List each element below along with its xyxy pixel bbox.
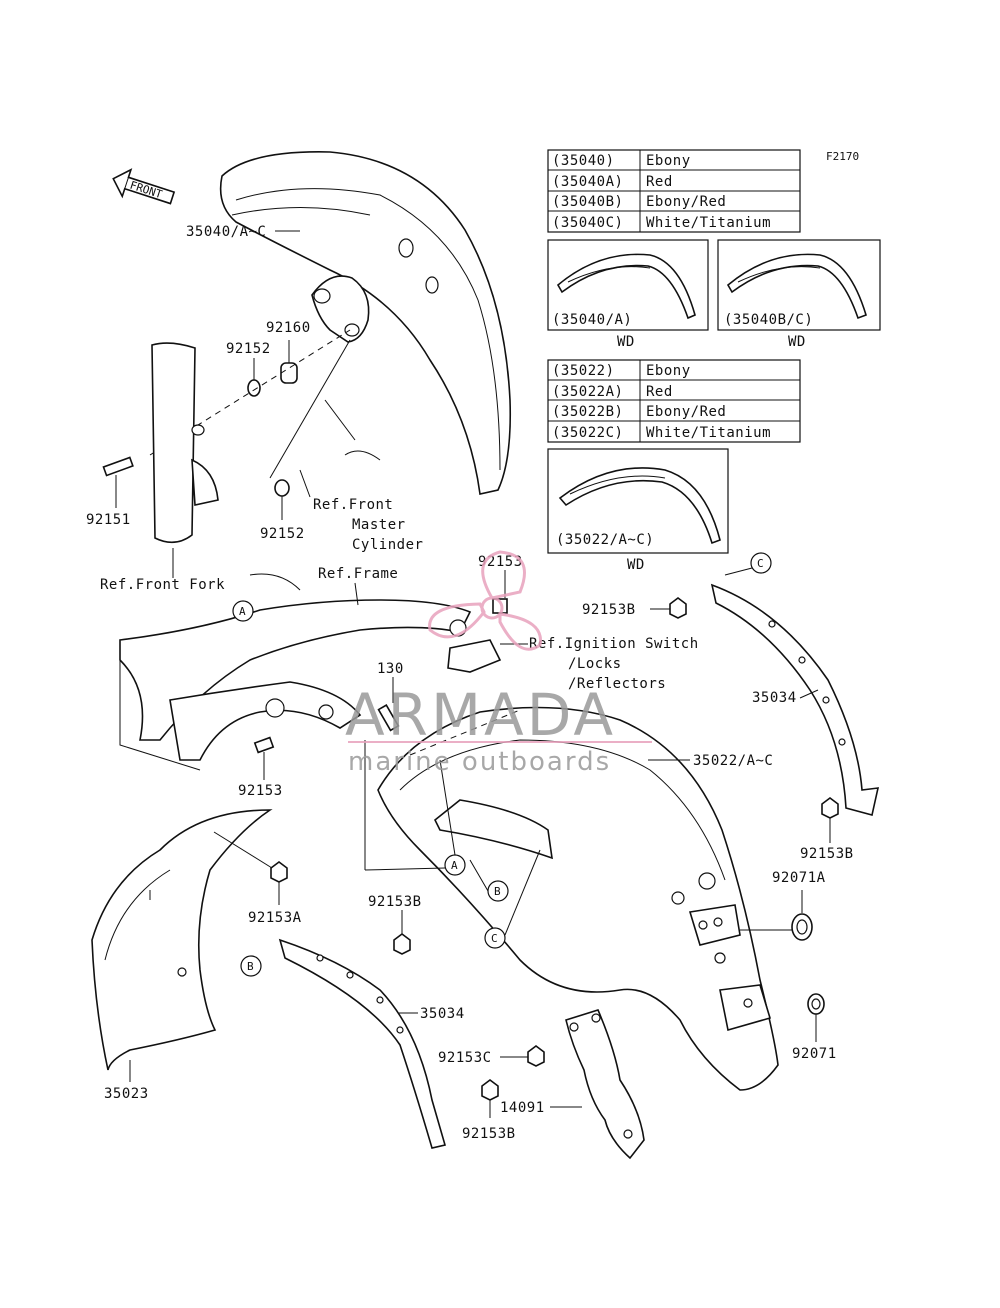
thumbnail-note: WD (617, 334, 635, 350)
ignition-bracket (447, 639, 502, 673)
table-color: Ebony (646, 153, 691, 169)
bolt-92151 (102, 456, 134, 477)
thumbnail-note: WD (788, 334, 806, 350)
bolt-92153B-right (821, 797, 839, 819)
part-label-35034-left: 35034 (420, 1006, 465, 1022)
svg-text:B: B (494, 885, 501, 898)
ref-master-line2: Master (352, 517, 406, 533)
table-code: (35022) (552, 363, 615, 379)
front-fender (219, 151, 512, 495)
front-fender-thumbnail-b: (35040B/C) WD (717, 239, 881, 350)
washer-92152-top (247, 379, 261, 397)
table-color: White/Titanium (646, 215, 771, 231)
callout-c-top: C (750, 552, 772, 574)
callout-a-top: A (232, 600, 254, 622)
watermark: ARMADA marine outboards (345, 550, 652, 777)
part-label-35022: 35022/A~C (693, 753, 773, 769)
front-fender-thumbnail-a: (35040/A) WD (547, 239, 709, 350)
table-color: White/Titanium (646, 425, 771, 441)
part-label-92153B-top: 92153B (582, 602, 636, 618)
front-fender-color-table: (35040) Ebony (35040A) Red (35040B) Ebon… (547, 149, 801, 233)
grommet-92071A (791, 913, 813, 941)
part-label-92152-top: 92152 (226, 341, 271, 357)
frame (119, 573, 472, 771)
bolt-92153B-top (669, 597, 687, 619)
part-label-14091: 14091 (500, 1100, 545, 1116)
ref-master-line1: Ref.Front (313, 497, 393, 513)
figure-code: F2170 (826, 150, 859, 163)
part-label-92071A: 92071A (772, 870, 826, 886)
bolt-130 (377, 704, 400, 732)
ref-ignition-line2: /Locks (568, 656, 622, 672)
table-color: Red (646, 174, 673, 190)
part-label-92152-bottom: 92152 (260, 526, 305, 542)
part-label-92153B-right: 92153B (800, 846, 854, 862)
part-label-92153A: 92153A (248, 910, 302, 926)
propeller-logo (428, 550, 542, 651)
part-label-92160: 92160 (266, 320, 311, 336)
rear-fender-thumbnail: (35022/A~C) WD (547, 448, 729, 573)
part-label-92153B-bottom: 92153B (462, 1126, 516, 1142)
part-label-35040: 35040/A~C (186, 224, 266, 240)
part-label-92153B-mid: 92153B (368, 894, 422, 910)
part-label-35034-right: 35034 (752, 690, 797, 706)
svg-text:C: C (757, 557, 764, 570)
table-color: Ebony/Red (646, 194, 726, 210)
svg-text:B: B (247, 960, 254, 973)
side-cover-35023 (91, 809, 273, 1071)
watermark-brand: ARMADA (345, 681, 616, 749)
front-arrow-icon: FRONT (112, 168, 176, 205)
part-label-130: 130 (377, 661, 404, 677)
thumbnail-label: (35040/A) (552, 312, 632, 328)
front-fork (151, 342, 219, 544)
table-code: (35040) (552, 153, 615, 169)
bolt-92153A (270, 861, 288, 883)
svg-text:A: A (451, 859, 458, 872)
part-label-92151: 92151 (86, 512, 131, 528)
callout-a-mid: A (444, 854, 466, 876)
part-label-92071: 92071 (792, 1046, 837, 1062)
thumbnail-note: WD (627, 557, 645, 573)
part-label-92153-left: 92153 (238, 783, 283, 799)
table-code: (35040B) (552, 194, 623, 210)
ref-frame: Ref.Frame (318, 566, 398, 582)
ref-ignition-line1: Ref.Ignition Switch (529, 636, 699, 652)
front-arrow-label: FRONT (128, 179, 164, 202)
bolt-92153B-mid (393, 933, 411, 955)
table-code: (35040A) (552, 174, 623, 190)
bushing-92160 (280, 362, 298, 384)
watermark-tagline: marine outboards (348, 747, 611, 777)
svg-text:A: A (239, 605, 246, 618)
bracket-14091 (565, 1009, 645, 1160)
table-color: Ebony (646, 363, 691, 379)
grommet-92071 (807, 993, 825, 1015)
bolt-92153-left (253, 736, 275, 754)
thumbnail-label: (35022/A~C) (556, 532, 654, 548)
table-code: (35022C) (552, 425, 623, 441)
table-color: Ebony/Red (646, 404, 726, 420)
fender-strut-left (278, 938, 447, 1149)
table-code: (35040C) (552, 215, 623, 231)
fender-strut-right (710, 583, 880, 816)
bolt-92153B-bottom (481, 1079, 499, 1101)
ref-front-fork: Ref.Front Fork (100, 577, 225, 593)
table-color: Red (646, 384, 673, 400)
table-code: (35022A) (552, 384, 623, 400)
table-code: (35022B) (552, 404, 623, 420)
ref-master-line3: Cylinder (352, 537, 423, 553)
callout-b-left: B (240, 955, 262, 977)
washer-92152-bottom (274, 479, 290, 497)
callout-c-mid: C (484, 927, 506, 949)
callout-b-mid: B (487, 880, 509, 902)
ref-ignition-line3: /Reflectors (568, 676, 666, 692)
svg-text:C: C (491, 932, 498, 945)
part-label-92153C: 92153C (438, 1050, 492, 1066)
rear-fender (377, 706, 779, 1091)
thumbnail-label: (35040B/C) (724, 312, 813, 328)
bolt-92153C (527, 1045, 545, 1067)
part-label-35023: 35023 (104, 1086, 149, 1102)
rear-fender-color-table: (35022) Ebony (35022A) Red (35022B) Ebon… (547, 359, 801, 443)
